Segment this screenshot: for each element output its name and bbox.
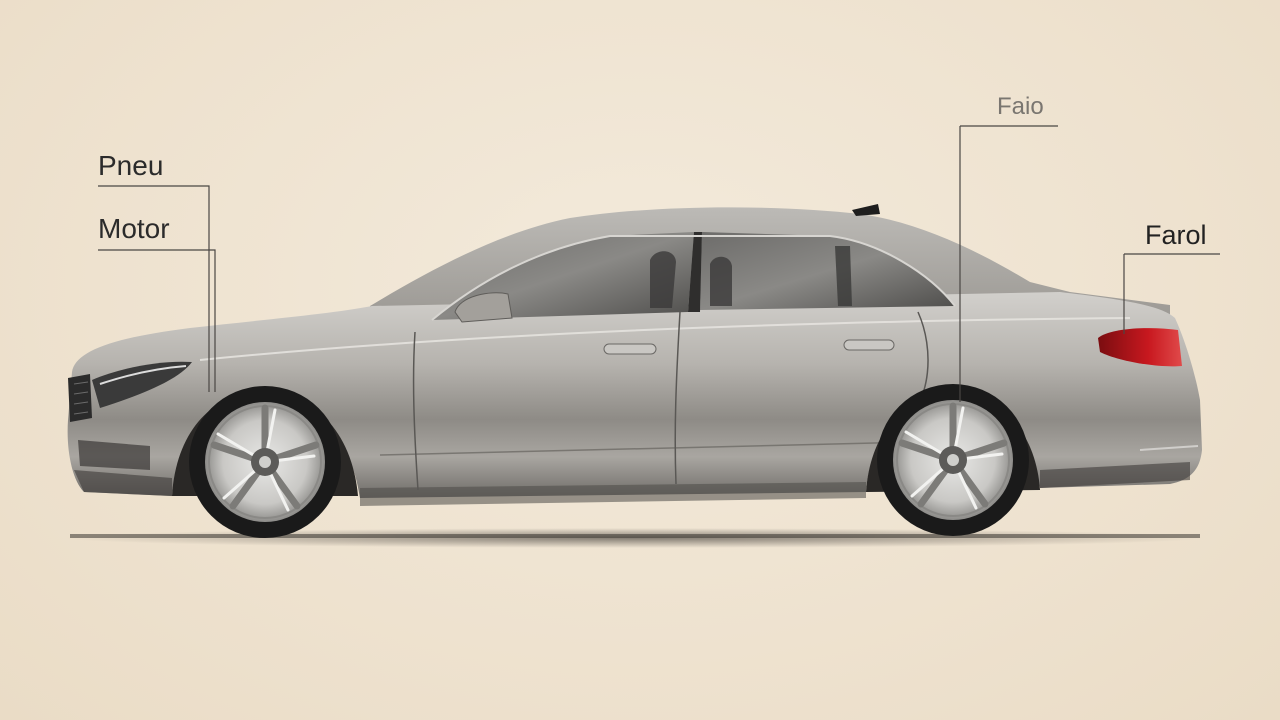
callout-line-pneu <box>98 185 210 392</box>
callout-line-farol <box>1123 253 1220 334</box>
rear-wheel <box>877 384 1029 536</box>
rear-window <box>700 232 955 310</box>
car-body <box>67 292 1203 498</box>
callout-line-faio <box>959 125 1058 402</box>
callout-label-pneu: Pneu <box>98 150 164 181</box>
roof-antenna <box>852 204 880 216</box>
tail-light <box>1098 328 1182 367</box>
callout-lines <box>98 125 1220 402</box>
front-door-handle <box>603 343 657 355</box>
front-grille <box>68 374 92 422</box>
callout-label-farol: Farol <box>1145 220 1207 250</box>
callout-label-motor: Motor <box>98 213 170 244</box>
rear-door-handle <box>843 339 895 351</box>
headlight <box>92 361 192 408</box>
front-wheel <box>189 386 341 538</box>
callout-line-motor <box>98 249 216 392</box>
side-mirror <box>454 292 513 323</box>
callout-label-faio: Faio <box>997 93 1044 120</box>
